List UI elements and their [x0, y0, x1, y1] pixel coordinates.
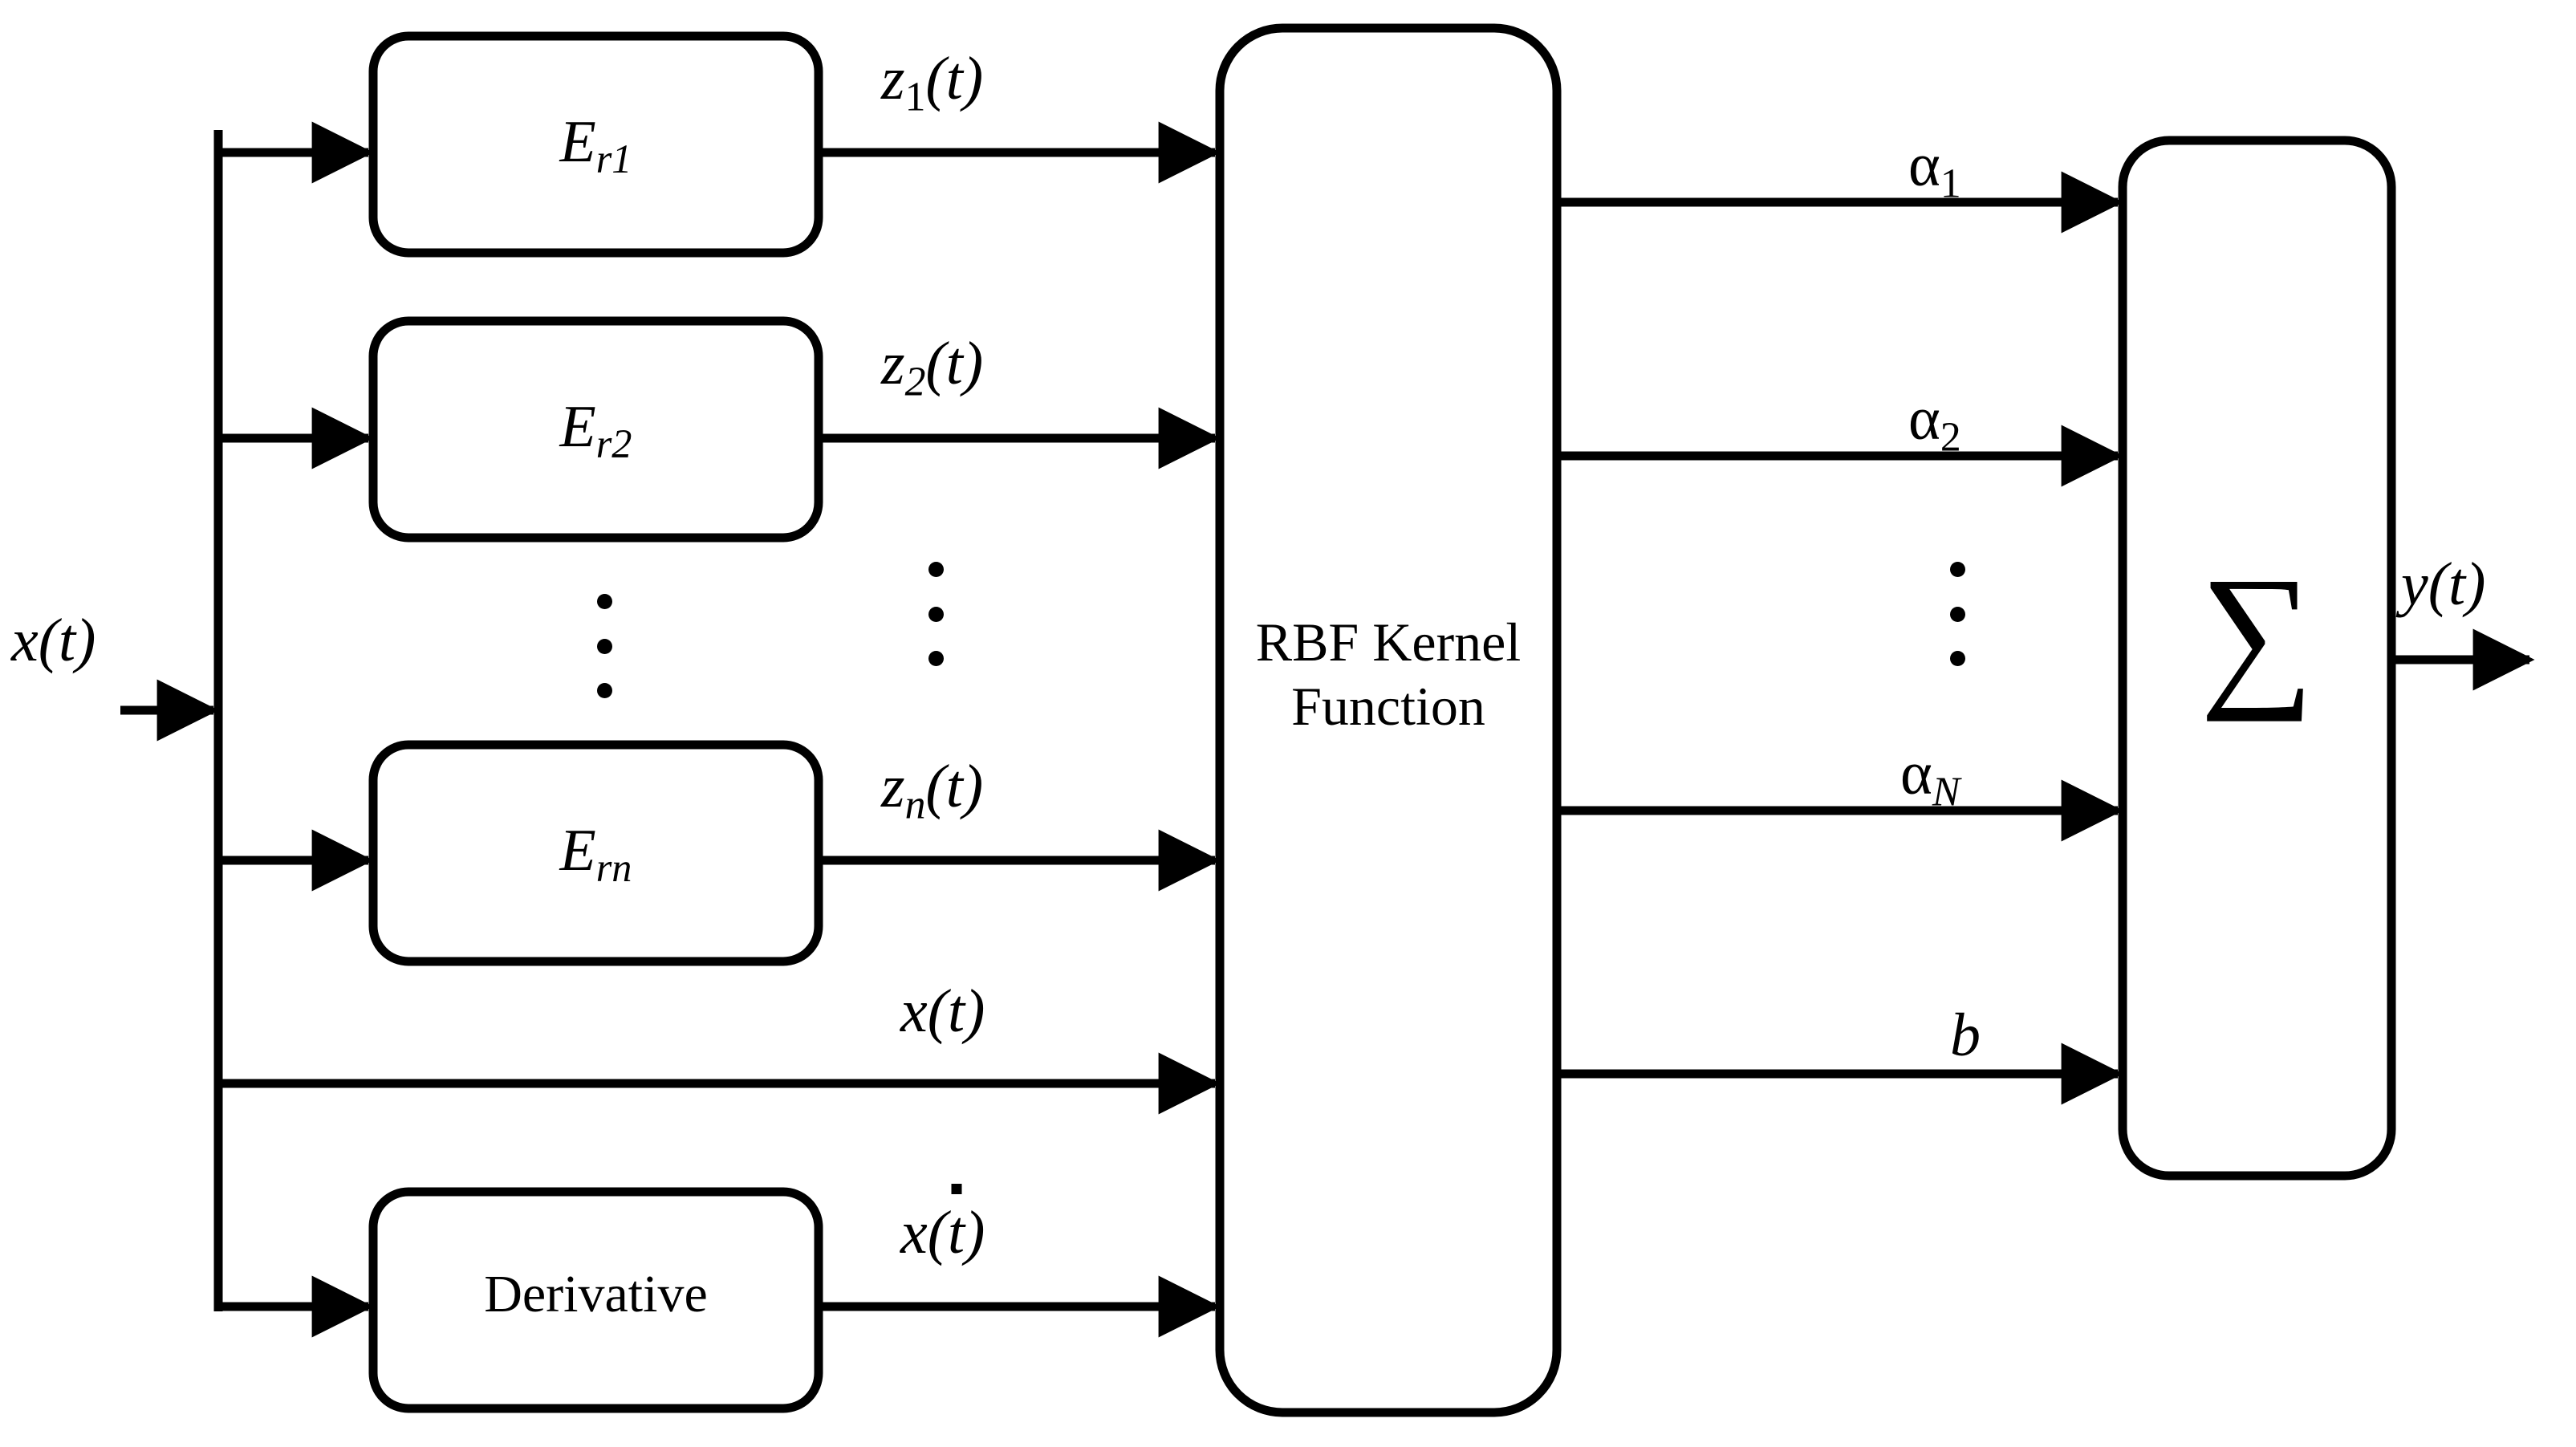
input-label: x(t)	[11, 607, 96, 674]
block-label-er2: Er2	[559, 394, 632, 467]
summation-symbol: ∑	[2200, 545, 2314, 722]
block-er2	[368, 316, 823, 543]
rbf-kernel-line2: Function	[1291, 676, 1485, 738]
signal-label-z2: z2(t)	[881, 330, 984, 405]
block-er1	[368, 31, 823, 258]
signal-label-bias: b	[1950, 1002, 1981, 1069]
signal-label-alphaN: αN	[1900, 740, 1960, 815]
blocks-ellipsis	[595, 594, 613, 698]
block-label-rbf-kernel: RBF Kernel Function	[1220, 610, 1557, 738]
signal-label-xt: x(t)	[900, 978, 985, 1045]
alpha-ellipsis	[1948, 562, 1966, 666]
block-ern	[368, 740, 823, 966]
signals-ellipsis	[927, 562, 945, 666]
rbf-kernel-line1: RBF Kernel	[1255, 612, 1522, 673]
signal-label-alpha2: α2	[1908, 385, 1961, 461]
signal-label-z1: z1(t)	[881, 45, 984, 120]
block-label-derivative: Derivative	[484, 1265, 708, 1323]
signal-label-alpha1: α1	[1908, 132, 1961, 207]
block-label-er1: Er1	[559, 109, 632, 182]
signal-label-xdot: x(t)	[900, 1184, 985, 1263]
block-derivative	[368, 1187, 823, 1413]
output-label: y(t)	[2401, 551, 2486, 618]
block-label-ern: Ern	[559, 818, 632, 891]
derivative-dot-accent	[951, 1184, 962, 1195]
block-rbf-kernel	[1215, 23, 1562, 1417]
signal-label-zn: zn(t)	[881, 753, 984, 828]
